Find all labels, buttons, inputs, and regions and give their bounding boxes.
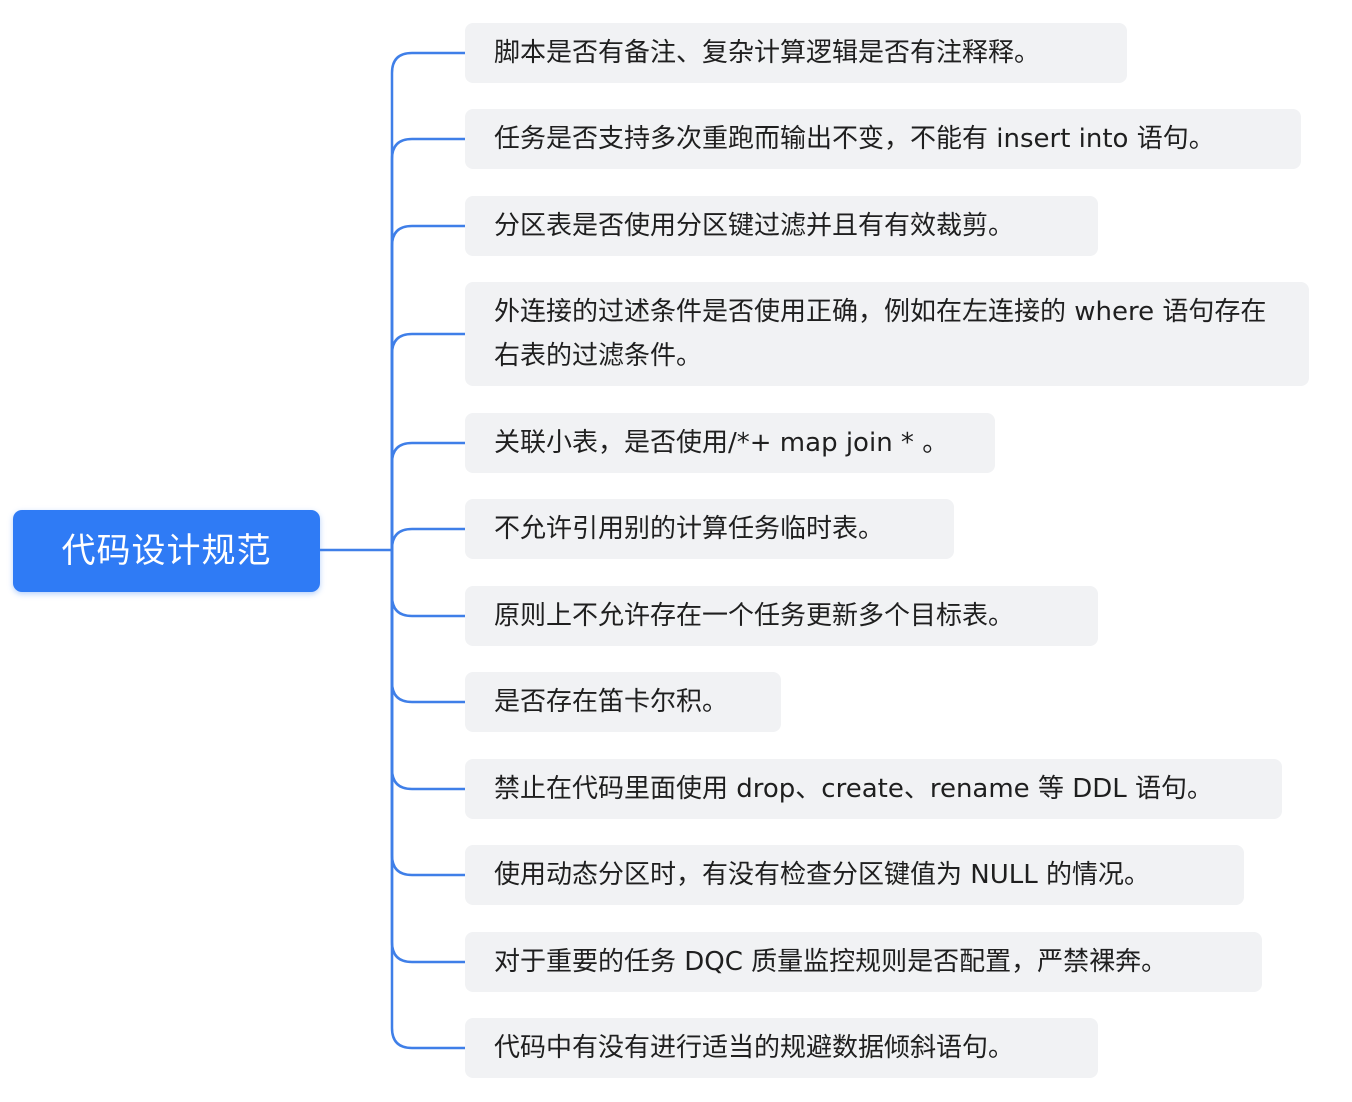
connector-2 [390, 137, 465, 550]
child-node[interactable]: 对于重要的任务 DQC 质量监控规则是否配置，严禁裸奔。 [465, 932, 1262, 992]
child-node-label: 原则上不允许存在一个任务更新多个目标表。 [494, 601, 1015, 631]
child-node-label: 脚本是否有备注、复杂计算逻辑是否有注释释。 [494, 38, 1041, 68]
connector-9 [390, 550, 465, 791]
connector-3 [390, 224, 465, 550]
child-node[interactable]: 是否存在笛卡尔积。 [465, 672, 781, 732]
child-node[interactable]: 脚本是否有备注、复杂计算逻辑是否有注释释。 [465, 23, 1127, 83]
child-node-label: 禁止在代码里面使用 drop、create、rename 等 DDL 语句。 [494, 774, 1213, 804]
child-node-label: 不允许引用别的计算任务临时表。 [494, 514, 885, 544]
child-node[interactable]: 不允许引用别的计算任务临时表。 [465, 499, 954, 559]
child-node[interactable]: 分区表是否使用分区键过滤并且有有效裁剪。 [465, 196, 1098, 256]
child-node-label: 分区表是否使用分区键过滤并且有有效裁剪。 [494, 211, 1015, 241]
child-node-label: 对于重要的任务 DQC 质量监控规则是否配置，严禁裸奔。 [494, 947, 1168, 977]
child-node[interactable]: 任务是否支持多次重跑而输出不变，不能有 insert into 语句。 [465, 109, 1301, 169]
connector-1 [390, 51, 465, 550]
child-node-label: 外连接的过述条件是否使用正确，例如在左连接的 where 语句存在右表的过滤条件… [494, 297, 1267, 371]
connector-4 [390, 332, 465, 550]
connector-6 [390, 527, 465, 550]
child-node[interactable]: 外连接的过述条件是否使用正确，例如在左连接的 where 语句存在右表的过滤条件… [465, 282, 1309, 386]
child-node[interactable]: 禁止在代码里面使用 drop、create、rename 等 DDL 语句。 [465, 759, 1282, 819]
child-node-label: 是否存在笛卡尔积。 [494, 687, 729, 717]
connector-10 [390, 550, 465, 877]
connector-8 [390, 550, 465, 704]
child-node[interactable]: 使用动态分区时，有没有检查分区键值为 NULL 的情况。 [465, 845, 1244, 905]
child-node[interactable]: 代码中有没有进行适当的规避数据倾斜语句。 [465, 1018, 1098, 1078]
child-node-label: 代码中有没有进行适当的规避数据倾斜语句。 [494, 1033, 1015, 1063]
child-node-label: 任务是否支持多次重跑而输出不变，不能有 insert into 语句。 [494, 124, 1215, 154]
child-node-label: 关联小表，是否使用/*+ map join * 。 [494, 428, 949, 458]
connector-7 [390, 550, 465, 618]
root-node[interactable]: 代码设计规范 [13, 510, 320, 592]
connector-12 [390, 550, 465, 1050]
child-node[interactable]: 原则上不允许存在一个任务更新多个目标表。 [465, 586, 1098, 646]
connector-11 [390, 550, 465, 964]
child-node[interactable]: 关联小表，是否使用/*+ map join * 。 [465, 413, 995, 473]
connector-5 [390, 441, 465, 550]
child-node-label: 使用动态分区时，有没有检查分区键值为 NULL 的情况。 [494, 860, 1150, 890]
